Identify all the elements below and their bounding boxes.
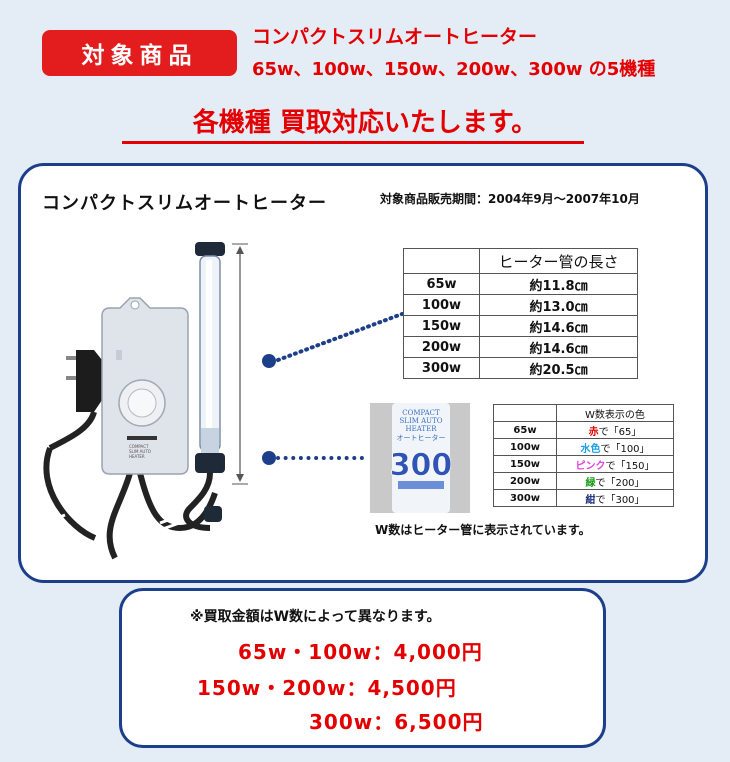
headline: 各機種 買取対応いたします。: [192, 108, 538, 138]
table-cell: 200w: [403, 336, 480, 358]
svg-text:COMPACT: COMPACT: [129, 444, 149, 449]
table-cell: 300w: [493, 489, 557, 507]
table-cell: 約20.5㎝: [479, 357, 638, 379]
table-cell: 約14.6㎝: [479, 336, 638, 358]
svg-text:SLIM AUTO: SLIM AUTO: [129, 449, 151, 454]
length-callout-line: [276, 312, 404, 362]
table-cell: 紺で「300」: [556, 489, 674, 507]
product-title: コンパクトスリムオートヒーター: [42, 193, 327, 214]
table-corner: [493, 404, 557, 422]
table-cell: 100w: [403, 294, 480, 316]
table-cell: ピンクで「150」: [556, 455, 674, 473]
models-header: 65w、100w、150w、200w、300w の5機種: [252, 59, 656, 80]
table-cell: 150w: [493, 455, 557, 473]
label-callout-line: [276, 456, 364, 460]
length-arrow: [232, 243, 248, 485]
headline-underline: [122, 141, 584, 144]
table-cell: 約11.8㎝: [479, 273, 638, 295]
target-products-badge: 対象商品: [42, 30, 237, 76]
table-cell: 300w: [403, 357, 480, 379]
product-name-header: コンパクトスリムオートヒーター: [252, 26, 538, 48]
price-box: [119, 588, 606, 748]
price-line-150-200: 150w・200w：4,500円: [197, 676, 457, 700]
length-table-header: ヒーター管の長さ: [479, 248, 638, 274]
table-cell: 約13.0㎝: [479, 294, 638, 316]
color-table-header: W数表示の色: [556, 404, 674, 422]
table-cell: 100w: [493, 438, 557, 456]
svg-text:HEATER: HEATER: [406, 425, 438, 433]
tube-label-closeup: COMPACT SLIM AUTO HEATER オートヒーター 300: [370, 403, 470, 513]
length-callout-dot: [262, 354, 276, 368]
table-cell: 65w: [403, 273, 480, 295]
heater-product-image: COMPACT SLIM AUTO HEATER: [43, 242, 248, 560]
table-cell: 緑で「200」: [556, 472, 674, 490]
power-plug-icon: [48, 350, 102, 451]
price-note: ※買取金額はW数によって異なります。: [190, 609, 441, 625]
svg-text:SLIM AUTO: SLIM AUTO: [400, 417, 443, 425]
table-cell: 約14.6㎝: [479, 315, 638, 337]
table-cell: 65w: [493, 421, 557, 439]
wattage-display-note: W数はヒーター管に表示されています。: [375, 523, 591, 537]
table-corner: [403, 248, 480, 274]
controller-unit: COMPACT SLIM AUTO HEATER: [101, 297, 189, 475]
table-cell: 150w: [403, 315, 480, 337]
svg-text:300: 300: [390, 448, 453, 483]
table-cell: 水色で「100」: [556, 438, 674, 456]
table-cell: 赤で「65」: [556, 421, 674, 439]
svg-text:オートヒーター: オートヒーター: [397, 433, 446, 442]
heater-tube: [183, 242, 225, 531]
price-line-300: 300w：6,500円: [309, 710, 484, 734]
table-cell: 200w: [493, 472, 557, 490]
svg-text:COMPACT: COMPACT: [402, 409, 440, 417]
svg-text:HEATER: HEATER: [129, 454, 145, 459]
sales-period: 対象商品販売期間：2004年9月～2007年10月: [380, 192, 640, 206]
label-callout-dot: [262, 451, 276, 465]
price-line-65-100: 65w・100w：4,000円: [238, 640, 483, 664]
